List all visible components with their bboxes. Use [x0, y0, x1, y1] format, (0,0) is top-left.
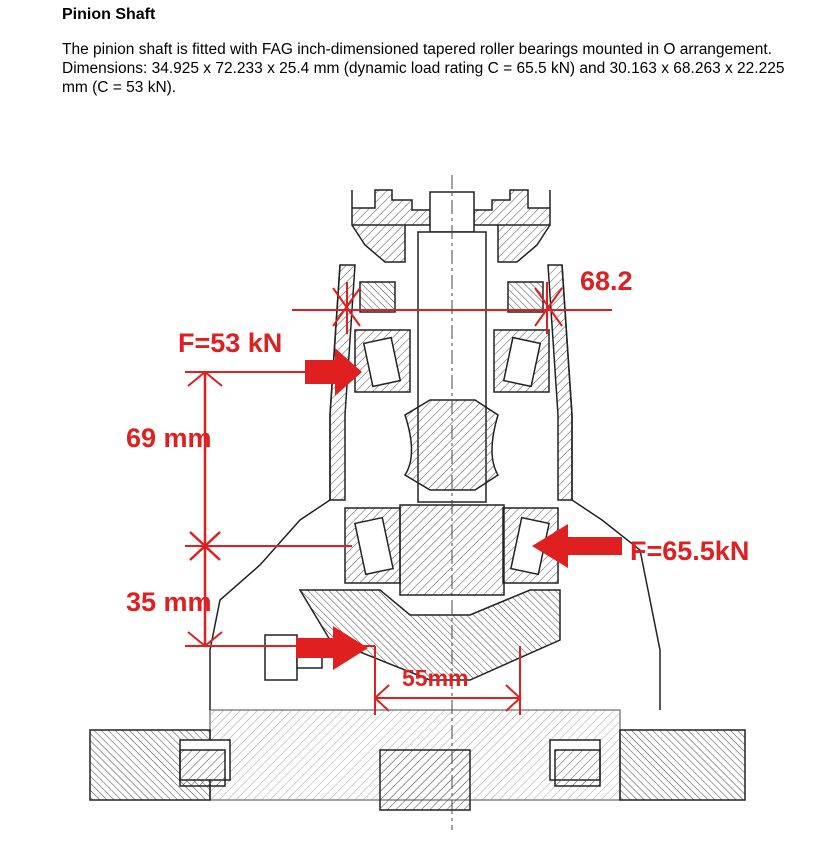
pinion-shaft-drawing: F=53 kN F=65.5kN 68.2 69 mm 35 mm 55mm: [0, 170, 827, 849]
dimension-label-35mm: 35 mm: [126, 587, 212, 617]
shaft: [399, 175, 505, 830]
section-title: Pinion Shaft: [62, 6, 156, 23]
dimension-label-69mm: 69 mm: [126, 423, 212, 453]
description-text: The pinion shaft is fitted with FAG inch…: [62, 41, 785, 96]
force-label-53kn: F=53 kN: [178, 328, 282, 358]
dimension-label-68-2: 68.2: [580, 266, 633, 296]
housing: [89, 189, 746, 811]
dimension-label-55mm: 55mm: [402, 665, 468, 691]
force-label-65-5kn: F=65.5kN: [630, 536, 749, 566]
annotations: [185, 282, 622, 715]
